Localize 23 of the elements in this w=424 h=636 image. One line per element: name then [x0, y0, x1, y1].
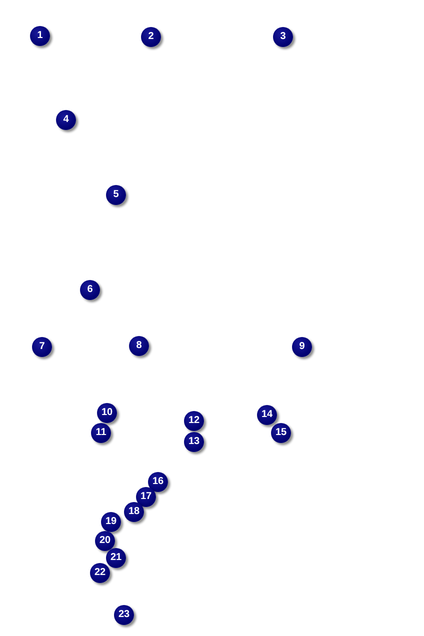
- callout-number: 14: [257, 405, 277, 425]
- callout-number: 6: [80, 280, 100, 300]
- callout-number: 15: [271, 423, 291, 443]
- callout-number: 8: [129, 336, 149, 356]
- callout-number: 22: [90, 563, 110, 583]
- callout-number: 12: [184, 411, 204, 431]
- callout-number: 1: [30, 26, 50, 46]
- callout-number: 23: [114, 605, 134, 625]
- callout-number: 5: [106, 185, 126, 205]
- callout-number: 2: [141, 27, 161, 47]
- callout-number: 19: [101, 512, 121, 532]
- callout-number: 11: [91, 423, 111, 443]
- callout-number: 18: [124, 502, 144, 522]
- callout-number: 3: [273, 27, 293, 47]
- callout-number: 21: [106, 548, 126, 568]
- callout-number: 17: [136, 487, 156, 507]
- callout-number: 20: [95, 531, 115, 551]
- callout-number: 4: [56, 110, 76, 130]
- callout-number: 13: [184, 432, 204, 452]
- callout-number: 16: [148, 472, 168, 492]
- callout-number: 7: [32, 337, 52, 357]
- callout-number: 10: [97, 403, 117, 423]
- callout-number: 9: [292, 337, 312, 357]
